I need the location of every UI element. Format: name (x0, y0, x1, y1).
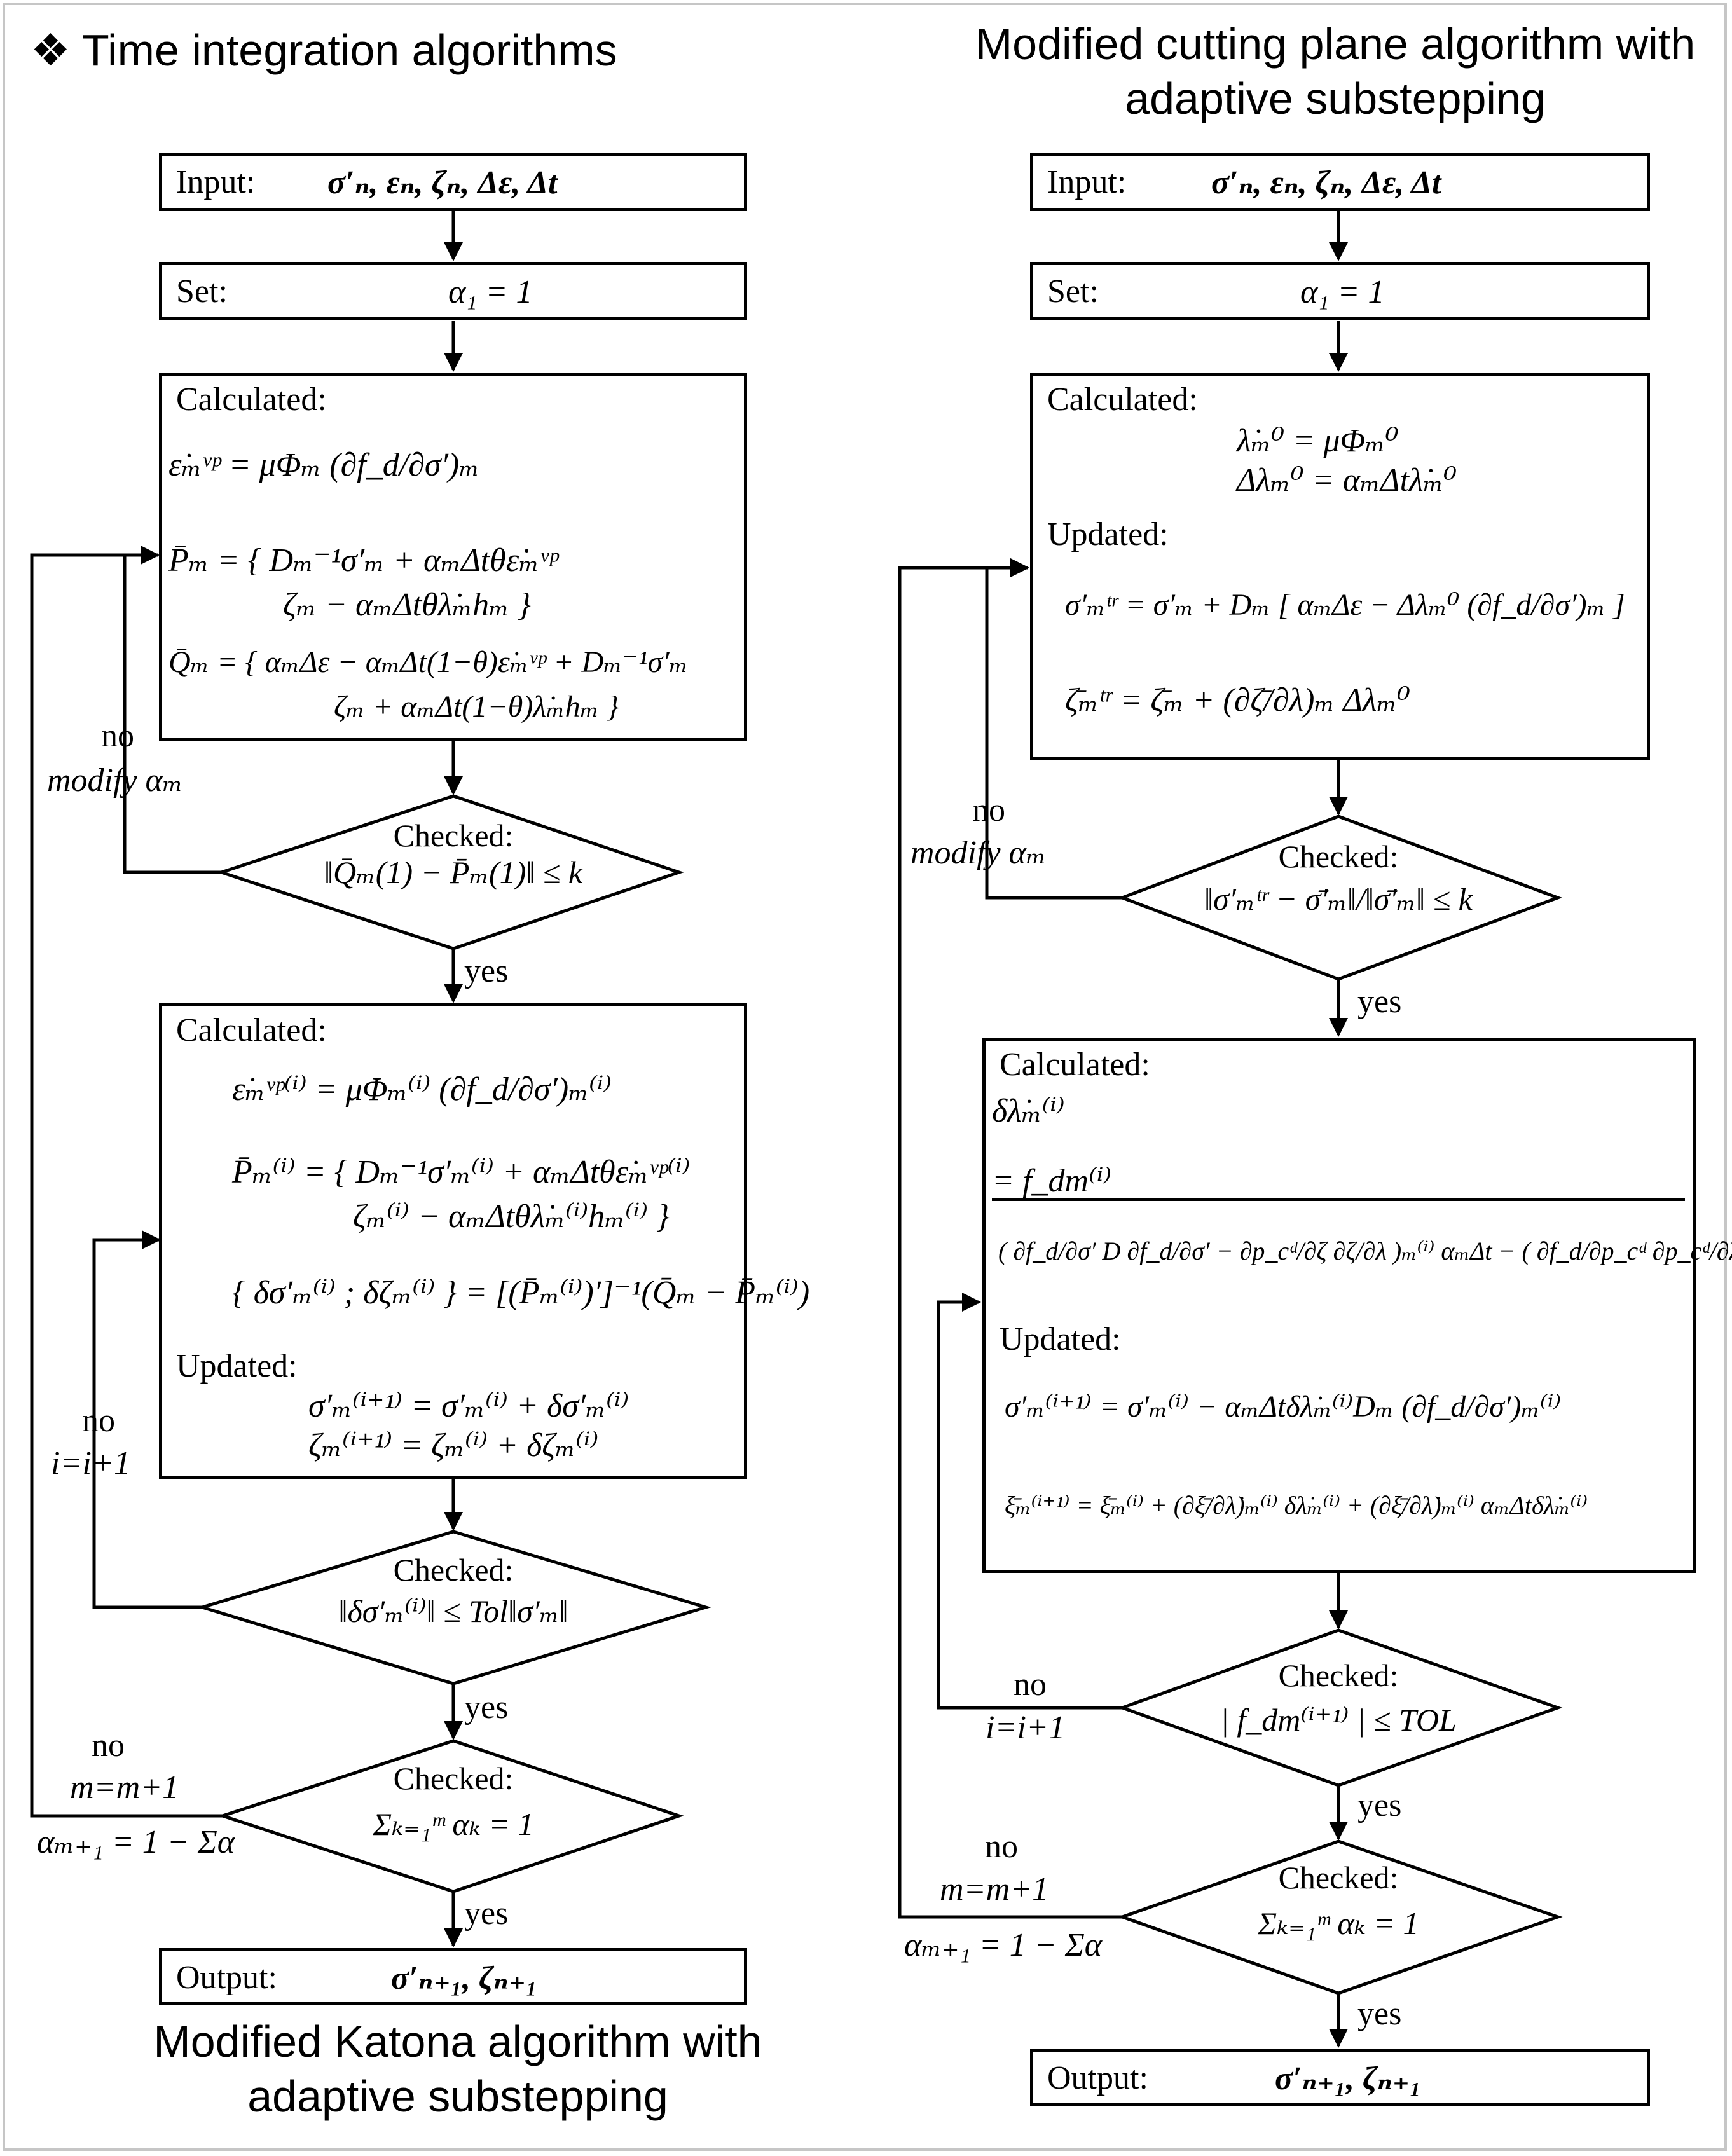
left-loop2-line (92, 1230, 202, 1609)
right-output-expr: σ′ₙ₊₁, ζₙ₊₁ (1275, 2061, 1422, 2097)
left-calc1-label: Calculated: (176, 381, 327, 418)
left-check3-diamond (217, 1739, 684, 1893)
right-loop3-extra: αₘ₊₁ = 1 − Σα (904, 1927, 1103, 1963)
right-check1-label: Checked: (1278, 839, 1399, 874)
left-check3-label: Checked: (393, 1761, 514, 1796)
left-output-box: Output: σ′ₙ₊₁, ζₙ₊₁ (159, 1948, 747, 2005)
left-check2-diamond (196, 1530, 711, 1686)
left-loop2-action: i=i+1 (51, 1445, 131, 1481)
left-calc1-eq3b: ζₘ + αₘΔt(1−θ)λ̇ₘhₘ } (334, 690, 619, 724)
left-calc2-eq1: ε̇ₘᵛᵖ⁽ⁱ⁾ = μΦₘ⁽ⁱ⁾ (∂f_d/∂σ′)ₘ⁽ⁱ⁾ (232, 1071, 612, 1108)
right-calc2-updated-label: Updated: (1000, 1321, 1121, 1357)
right-yes3: yes (1357, 1996, 1402, 2032)
right-calc1-label: Calculated: (1047, 381, 1198, 418)
right-calc2-label: Calculated: (1000, 1047, 1150, 1083)
right-input-label: Input: (1047, 164, 1127, 200)
right-calc2-eq0: δλ̇ₘ⁽ⁱ⁾ (992, 1093, 1065, 1129)
right-check3-diamond (1117, 1839, 1563, 1995)
right-loop3-action: m=m+1 (940, 1871, 1049, 1907)
right-calc1-up1: σ′ₘᵗʳ = σ′ₘ + Dₘ [ αₘΔε − Δλₘ⁰ (∂f_d/∂σ′… (1065, 588, 1625, 622)
left-output-expr: σ′ₙ₊₁, ζₙ₊₁ (391, 1960, 538, 1996)
left-check1-label: Checked: (393, 818, 514, 853)
right-input-box: Input: σ′ₙ, εₙ, ζₙ, Δε, Δt (1030, 153, 1650, 211)
left-loop1-action: modify αₘ (47, 762, 183, 799)
left-check2-label: Checked: (393, 1552, 514, 1588)
left-yes1: yes (464, 953, 509, 989)
right-loop2-no: no (1014, 1666, 1047, 1703)
left-loop1-no: no (101, 718, 134, 754)
right-check2-label: Checked: (1278, 1658, 1399, 1693)
right-algorithm-title: Modified cutting plane algorithm with ad… (975, 19, 1696, 123)
left-output-label: Output: (176, 1960, 277, 1996)
right-check1-expr: ‖σ′ₘᵗʳ − σ̄′ₘ‖/‖σ̄′ₘ‖ ≤ k (1204, 881, 1473, 917)
left-set-label: Set: (176, 273, 228, 310)
left-loop3-action: m=m+1 (70, 1769, 179, 1806)
right-yes1: yes (1357, 984, 1402, 1020)
left-calc1-eq1: ε̇ₘᵛᵖ = μΦₘ (∂f_d/∂σ′)ₘ (168, 447, 480, 483)
left-calc2-box: Calculated: ε̇ₘᵛᵖ⁽ⁱ⁾ = μΦₘ⁽ⁱ⁾ (∂f_d/∂σ′)… (159, 1003, 809, 1479)
left-loop3-no: no (92, 1727, 125, 1764)
right-calc1-eq1: λ̇ₘ⁰ = μΦₘ⁰ (1237, 423, 1399, 459)
figure-frame (3, 3, 1727, 2151)
left-loop2-no: no (82, 1403, 115, 1439)
left-calc2-up1: σ′ₘ⁽ⁱ⁺¹⁾ = σ′ₘ⁽ⁱ⁾ + δσ′ₘ⁽ⁱ⁾ (308, 1388, 629, 1424)
right-calc2-denom: ( ∂f_d/∂σ′ D ∂f_d/∂σ′ − ∂p_cᵈ/∂ζ ∂ζ/∂λ )… (998, 1237, 1732, 1265)
left-loop3-extra: αₘ₊₁ = 1 − Σα (37, 1824, 235, 1860)
left-calc1-eq2b: ζₘ − αₘΔtθλ̇ₘhₘ } (283, 587, 531, 623)
right-calc2-up2: ξ̄ₘ⁽ⁱ⁺¹⁾ = ξ̄ₘ⁽ⁱ⁾ + (∂ξ̄/∂λ̇)ₘ⁽ⁱ⁾ δλ̇ₘ⁽ⁱ… (1005, 1491, 1588, 1520)
right-calc2-up1: σ′ₘ⁽ⁱ⁺¹⁾ = σ′ₘ⁽ⁱ⁾ − αₘΔtδλ̇ₘ⁽ⁱ⁾Dₘ (∂f_d/… (1005, 1390, 1562, 1424)
right-calc1-eq2: Δλₘ⁰ = αₘΔtλ̇ₘ⁰ (1237, 462, 1457, 498)
right-calc2-fraction-bar (992, 1198, 1685, 1201)
right-calc1-updated-label: Updated: (1047, 516, 1169, 553)
right-loop1-no: no (972, 792, 1005, 828)
right-check3-expr: Σₖ₌₁ᵐ αₖ = 1 (1258, 1905, 1419, 1941)
left-calc2-label: Calculated: (176, 1012, 327, 1048)
left-check2-expr: ‖δσ′ₘ⁽ⁱ⁾‖ ≤ Tol‖σ′ₘ‖ (338, 1593, 568, 1629)
right-set-box: Set: α₁ = 1 (1030, 262, 1650, 320)
right-calc2-numer: = f_dm⁽ⁱ⁾ (992, 1163, 1112, 1199)
left-calc2-up2: ζₘ⁽ⁱ⁺¹⁾ = ζₘ⁽ⁱ⁾ + δζₘ⁽ⁱ⁾ (308, 1427, 599, 1464)
right-loop2-action: i=i+1 (986, 1710, 1066, 1746)
right-output-label: Output: (1047, 2060, 1148, 2096)
left-calc2-eq3: { δσ′ₘ⁽ⁱ⁾ ; δζₘ⁽ⁱ⁾ } = [(P̄ₘ⁽ⁱ⁾)′]⁻¹(Q̄ₘ… (232, 1275, 810, 1311)
left-calc2-updated-label: Updated: (176, 1348, 298, 1384)
left-yes2: yes (464, 1689, 509, 1726)
section-title: ❖ Time integration algorithms (31, 25, 617, 75)
right-output-box: Output: σ′ₙ₊₁, ζₙ₊₁ (1030, 2049, 1650, 2106)
left-check1-expr: ‖Q̄ₘ(1) − P̄ₘ(1)‖ ≤ k (324, 855, 583, 890)
left-yes3: yes (464, 1895, 509, 1932)
left-set-box: Set: α₁ = 1 (159, 262, 747, 320)
left-calc1-eq3a: Q̄ₘ = { αₘΔε − αₘΔt(1−θ)ε̇ₘᵛᵖ + Dₘ⁻¹σ′ₘ (168, 645, 689, 679)
right-set-expr: α₁ = 1 (1300, 274, 1385, 310)
left-calc1-box: Calculated: ε̇ₘᵛᵖ = μΦₘ (∂f_d/∂σ′)ₘ P̄ₘ … (159, 373, 747, 741)
right-input-expr: σ′ₙ, εₙ, ζₙ, Δε, Δt (1211, 165, 1441, 201)
left-calc1-eq2a: P̄ₘ = { Dₘ⁻¹σ′ₘ + αₘΔtθε̇ₘᵛᵖ (168, 542, 558, 579)
right-check3-label: Checked: (1278, 1860, 1399, 1895)
left-calc2-eq2a: P̄ₘ⁽ⁱ⁾ = { Dₘ⁻¹σ′ₘ⁽ⁱ⁾ + αₘΔtθε̇ₘᵛᵖ⁽ⁱ⁾ (232, 1154, 691, 1190)
right-loop3-line (898, 558, 1122, 1919)
right-set-label: Set: (1047, 273, 1099, 310)
right-loop1-action: modify αₘ (911, 835, 1047, 871)
left-input-expr: σ′ₙ, εₙ, ζₙ, Δε, Δt (327, 165, 558, 201)
right-check1-diamond (1117, 814, 1563, 981)
right-calc2-box: Calculated: δλ̇ₘ⁽ⁱ⁾ = f_dm⁽ⁱ⁾ ( ∂f_d/∂σ′… (982, 1038, 1732, 1573)
left-algorithm-title: Modified Katona algorithm with adaptive … (153, 2017, 762, 2121)
right-calc1-up2: ζ̄ₘᵗʳ = ζ̄ₘ + (∂ζ̄/∂λ)ₘ Δλₘ⁰ (1065, 682, 1411, 718)
right-loop3-no: no (985, 1829, 1018, 1865)
left-check1-diamond (216, 794, 684, 951)
right-check2-diamond (1117, 1628, 1563, 1787)
right-check2-expr: | f_dm⁽ⁱ⁺¹⁾ | ≤ TOL (1220, 1702, 1457, 1738)
left-check3-expr: Σₖ₌₁ᵐ αₖ = 1 (373, 1806, 534, 1842)
left-calc2-eq2b: ζₘ⁽ⁱ⁾ − αₘΔtθλ̇ₘ⁽ⁱ⁾hₘ⁽ⁱ⁾ } (353, 1198, 670, 1235)
left-input-box: Input: σ′ₙ, εₙ, ζₙ, Δε, Δt (159, 153, 747, 211)
left-set-expr: α₁ = 1 (448, 274, 533, 310)
right-yes2: yes (1357, 1787, 1402, 1823)
left-input-label: Input: (176, 164, 256, 200)
right-calc1-box: Calculated: λ̇ₘ⁰ = μΦₘ⁰ Δλₘ⁰ = αₘΔtλ̇ₘ⁰ … (1030, 373, 1650, 760)
left-loop3-line (30, 546, 223, 1818)
right-loop2-line (937, 1293, 1122, 1710)
